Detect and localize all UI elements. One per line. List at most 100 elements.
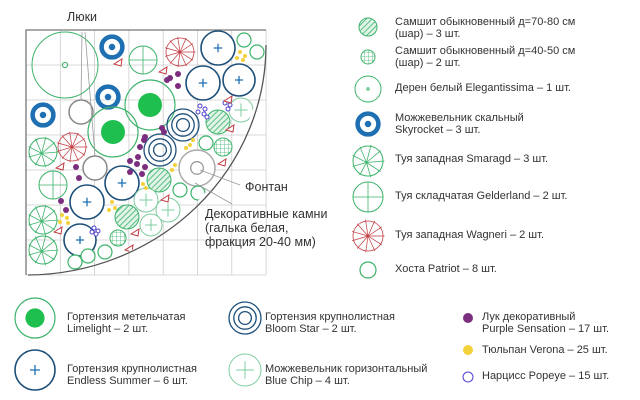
thuja-wagneri-icon — [57, 131, 88, 163]
allium-icon — [164, 77, 170, 83]
stone-marker-icon — [216, 158, 227, 167]
thuja-smaragd-icon — [28, 136, 59, 168]
dogwood-icon — [31, 31, 99, 99]
hydrangea-limelight-icon — [14, 297, 56, 339]
narcissus-icon — [93, 231, 99, 237]
hydrangea-endless-summer-icon — [104, 165, 140, 201]
fountain-icon — [178, 149, 216, 187]
legend-label: Туя складчатая Gelderland – 2 шт. — [395, 190, 568, 202]
legend-label: Самшит обыкновенный д=70-80 см — [395, 16, 576, 28]
hydrangea-bloom-star-icon — [143, 133, 177, 167]
legend-label: Endless Summer – 6 шт. — [67, 374, 188, 387]
fountain-leader-line — [199, 169, 241, 186]
boxwood-small-grid-icon — [109, 229, 127, 247]
stones-leader-line — [194, 182, 233, 205]
legend-label: Можжевельник горизонтальный — [265, 363, 428, 375]
allium-icon — [76, 175, 82, 181]
tulip-icon — [463, 345, 473, 355]
tulip-icon — [144, 186, 148, 190]
stone-marker-icon — [112, 58, 123, 67]
legend-label: Туя западная Smaragd – 3 шт. — [395, 153, 549, 165]
tulip-icon — [238, 50, 242, 54]
allium-icon — [175, 71, 181, 77]
hosta-icon — [236, 32, 252, 48]
legend-label: Хоста Patriot – 8 шт. — [395, 263, 497, 275]
narcissus-icon — [204, 114, 210, 120]
allium-icon — [134, 161, 140, 167]
tulip-icon — [60, 213, 64, 217]
tulip-icon — [66, 221, 70, 225]
allium-icon — [135, 154, 141, 160]
stone-marker-icon — [123, 244, 134, 253]
narcissus-icon — [91, 225, 97, 231]
allium-icon — [73, 164, 79, 170]
hatch-icon — [82, 155, 108, 181]
boxwood-large-hatched-icon — [205, 109, 231, 135]
boxwood-small-grid-icon — [213, 137, 233, 157]
legend-label: Лук декоративный — [482, 311, 576, 323]
stone-marker-icon — [129, 228, 140, 237]
hosta-icon — [249, 44, 265, 60]
juniper-skyrocket-icon — [30, 102, 56, 128]
allium-icon — [142, 164, 148, 170]
stone-marker-icon — [222, 95, 233, 104]
hydrangea-limelight-icon — [124, 79, 176, 131]
legend-label: Можжевельник скальный — [395, 112, 524, 124]
stone-marker-icon — [52, 226, 63, 235]
hosta-icon — [172, 182, 188, 198]
tulip-icon — [107, 208, 111, 212]
legend-label: Тюльпан Verona – 25 шт. — [482, 344, 608, 356]
thuja-gelderland-icon — [38, 170, 68, 200]
legend-label: (шар) – 3 шт. — [395, 27, 461, 40]
legend-label: Blue Chip – 4 шт. — [265, 374, 350, 387]
narcissus-icon — [202, 106, 208, 112]
legend-label: Гортензия крупнолистная — [67, 363, 197, 375]
tulip-icon — [184, 146, 188, 150]
narcissus-icon — [201, 111, 207, 117]
narcissus-icon — [89, 229, 95, 235]
hosta-icon — [198, 135, 214, 151]
juniper-blue-chip-icon — [139, 213, 163, 237]
tulip-icon — [65, 216, 69, 220]
thuja-gelderland-icon — [352, 181, 384, 213]
hosta-icon — [359, 261, 377, 279]
legend-label: Дерен белый Elegantissima – 1 шт. — [395, 82, 571, 94]
allium-icon — [127, 158, 133, 164]
tulip-icon — [58, 220, 62, 224]
tulip-icon — [173, 163, 177, 167]
stone-marker-icon — [157, 66, 168, 75]
stones-label-3: фракция 20-40 мм) — [205, 235, 316, 249]
hydrangea-limelight-icon — [87, 106, 139, 158]
fountain-label: Фонтан — [245, 180, 288, 194]
hatch-icon — [68, 99, 94, 125]
hatches-leader-line — [80, 31, 96, 157]
tulip-icon — [235, 56, 239, 60]
boxwood-large-hatched-icon — [114, 204, 140, 230]
legend-label: Skyrocket – 3 шт. — [395, 123, 481, 136]
allium-icon — [139, 171, 145, 177]
stones-label-2: (галька белая, — [205, 221, 289, 235]
legend-label: (шар) – 2 шт. — [395, 56, 461, 69]
tulip-icon — [243, 54, 247, 58]
hosta-icon — [97, 244, 113, 260]
dogwood-icon — [354, 75, 382, 103]
stones-label-1: Декоративные камни — [205, 207, 328, 221]
allium-icon — [58, 198, 64, 204]
thuja-smaragd-icon — [28, 204, 59, 236]
boxwood-small-grid-icon — [360, 49, 376, 65]
stone-marker-icon — [224, 124, 235, 133]
hosta-icon — [67, 254, 83, 270]
thuja-smaragd-icon — [28, 234, 59, 266]
stone-marker-icon — [159, 194, 170, 203]
hatches-label: Люки — [67, 10, 98, 24]
juniper-skyrocket-icon — [355, 111, 381, 137]
stone-marker-icon — [54, 162, 65, 171]
tulip-icon — [241, 58, 245, 62]
hosta-icon — [190, 185, 206, 201]
legend-label: Limelight – 2 шт. — [67, 322, 149, 335]
thuja-wagneri-icon — [165, 36, 196, 68]
narcissus-icon — [197, 103, 203, 109]
tulip-icon — [191, 138, 195, 142]
plan-arc-border — [27, 44, 267, 276]
allium-icon — [175, 83, 181, 89]
